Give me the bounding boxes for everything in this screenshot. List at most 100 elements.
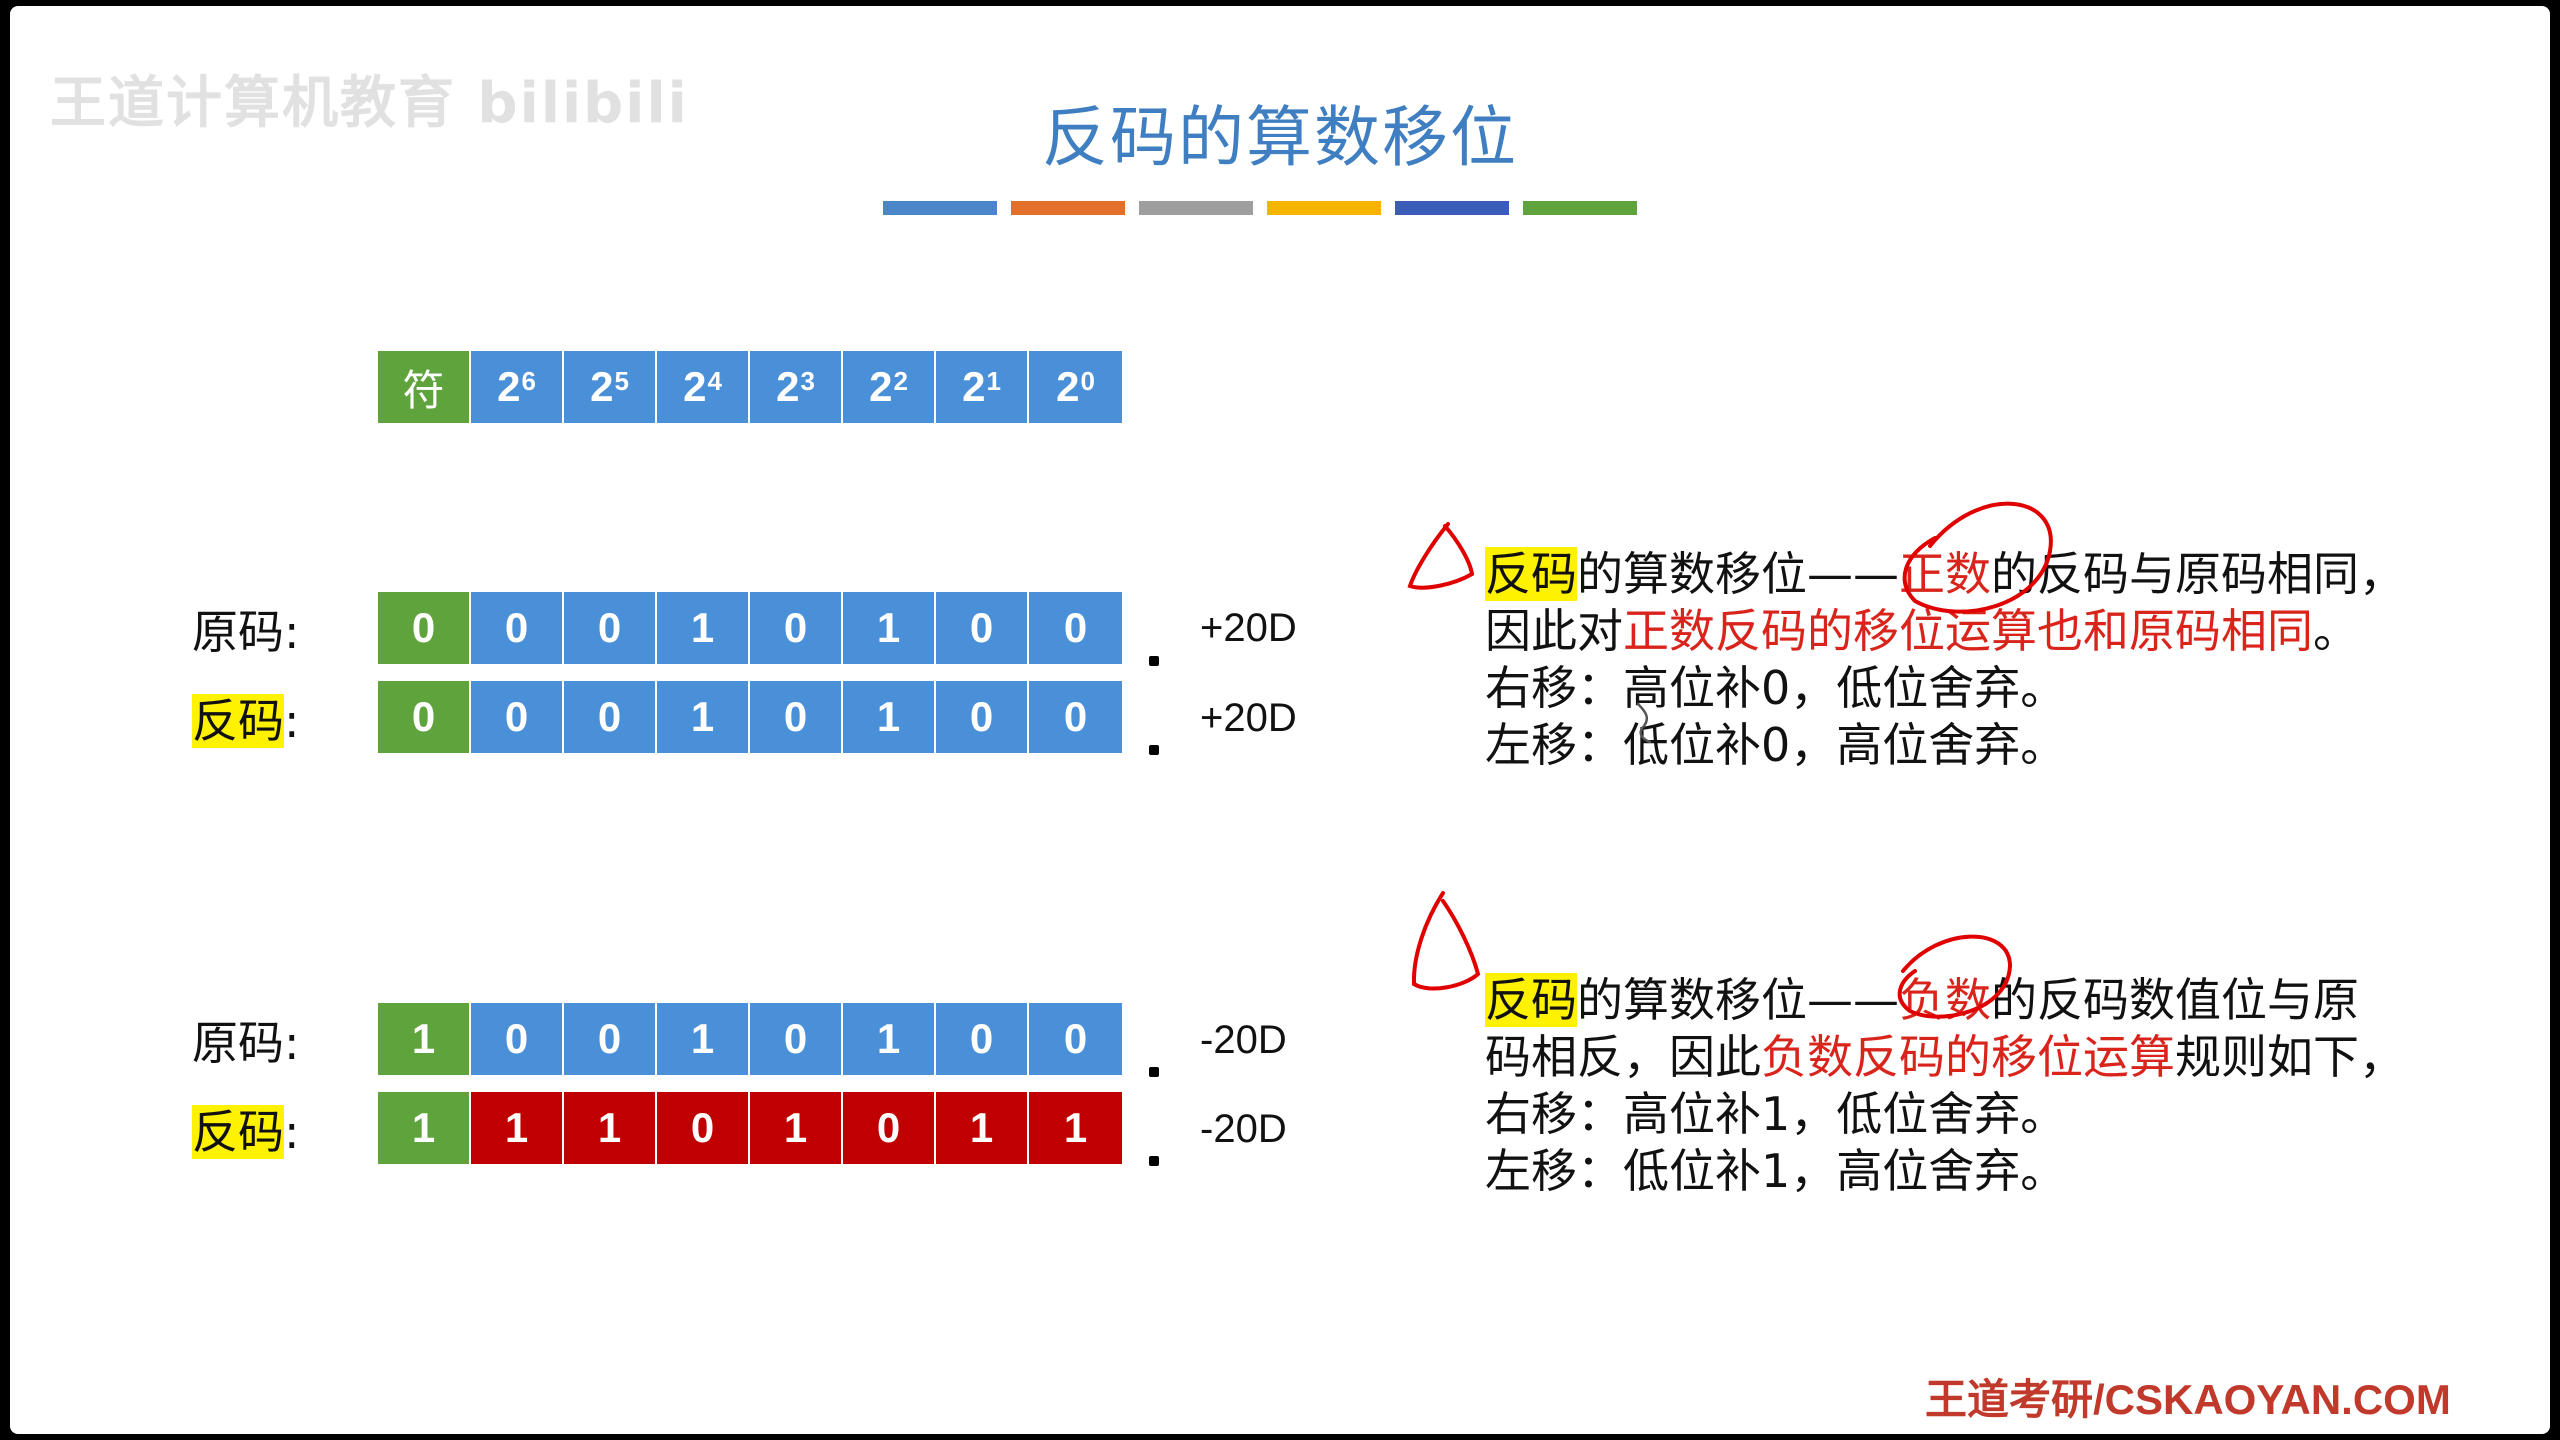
- value-bit-cell: 0: [750, 592, 843, 664]
- value-bit-cell: 1: [471, 1092, 564, 1164]
- value-bit-cell: 0: [471, 592, 564, 664]
- value-bit-cell: 0: [1029, 681, 1122, 753]
- power-exponent: 1: [986, 365, 1001, 396]
- value-bit-cell: 1: [1029, 1092, 1122, 1164]
- handwritten-delta-mark: [1407, 522, 1475, 590]
- power-base: 2: [590, 363, 614, 410]
- row-label-colon: :: [284, 694, 300, 748]
- row-label-colon: :: [284, 1016, 300, 1070]
- value-bit-cell: 1: [564, 1092, 657, 1164]
- binary-point: [1149, 1067, 1159, 1077]
- row-label-ones-complement-positive: 反码:: [192, 685, 300, 751]
- power-exponent: 5: [614, 365, 629, 396]
- text-run: 的算数移位——: [1577, 973, 1899, 1027]
- sign-bit-cell: 1: [378, 1003, 471, 1075]
- value-bit-cell: 0: [1029, 1003, 1122, 1075]
- value-bit-cell: 0: [657, 1092, 750, 1164]
- sign-bit-cell: 1: [378, 1092, 471, 1164]
- explanation-line-2: 因此对正数反码的移位运算也和原码相同。: [1485, 603, 2485, 660]
- power-exponent: 0: [1080, 365, 1095, 396]
- text-run: 规则如下，: [2175, 1030, 2405, 1084]
- decimal-value: +20D: [1200, 606, 1297, 650]
- binary-point: [1149, 656, 1159, 666]
- sign-bit-cell: 0: [378, 681, 471, 753]
- power-base: 2: [497, 363, 521, 410]
- power-base: 2: [962, 363, 986, 410]
- value-bit-cell: 0: [936, 681, 1029, 753]
- color-bar-segment: [1395, 201, 1509, 215]
- negative-shift-explanation: 反码的算数移位——负数的反码数值位与原 码相反，因此负数反码的移位运算规则如下，…: [1485, 972, 2485, 1200]
- right-shift-rule: 右移：高位补0，低位舍弃。: [1485, 661, 2067, 715]
- power-base: 2: [1056, 363, 1080, 410]
- value-bit-cell: 1: [657, 1003, 750, 1075]
- right-shift-rule: 右移：高位补1，低位舍弃。: [1485, 1087, 2067, 1141]
- value-bit-cell: 1: [843, 592, 936, 664]
- value-bit-cell: 0: [471, 681, 564, 753]
- row-label-original-positive: 原码:: [192, 596, 300, 662]
- value-bit-cell: 0: [936, 1003, 1029, 1075]
- slide-title: 反码的算数移位: [1042, 99, 1518, 176]
- left-shift-rule: 左移：低位补0，高位舍弃。: [1485, 718, 2067, 772]
- color-bar-segment: [883, 201, 997, 215]
- row-label-text: 原码: [192, 1016, 284, 1070]
- positive-shift-explanation: 反码的算数移位——正数的反码与原码相同， 因此对正数反码的移位运算也和原码相同。…: [1485, 546, 2485, 774]
- binary-point: [1149, 1156, 1159, 1166]
- row-label-colon: :: [284, 1105, 300, 1159]
- value-bit-cell: 0: [564, 681, 657, 753]
- text-run: 的反码与原码相同，: [1991, 547, 2405, 601]
- text-run: 的反码数值位与原: [1991, 973, 2359, 1027]
- value-bit-cell: 1: [843, 1003, 936, 1075]
- power-base: 2: [683, 363, 707, 410]
- value-bit-cell: 1: [843, 681, 936, 753]
- row-label-text: 反码: [192, 694, 284, 748]
- value-bit-cell: 0: [936, 592, 1029, 664]
- value-bit-cell: 0: [564, 1003, 657, 1075]
- power-exponent: 4: [707, 365, 722, 396]
- color-bar-segment: [1267, 201, 1381, 215]
- power-exponent: 2: [893, 365, 908, 396]
- text-run: 的算数移位——: [1577, 547, 1899, 601]
- power-exponent: 3: [800, 365, 815, 396]
- handwritten-delta-mark: [1411, 891, 1481, 991]
- explanation-line-1: 反码的算数移位——负数的反码数值位与原: [1485, 972, 2485, 1029]
- value-bit-cell: 0: [564, 592, 657, 664]
- decimal-value: -20D: [1200, 1018, 1287, 1062]
- color-bar-segment: [1139, 201, 1253, 215]
- explanation-line-2: 码相反，因此负数反码的移位运算规则如下，: [1485, 1029, 2485, 1086]
- power-base: 2: [869, 363, 893, 410]
- binary-point: [1149, 745, 1159, 755]
- value-bit-cell: 1: [657, 592, 750, 664]
- highlighted-term: 反码: [1485, 547, 1577, 601]
- red-term: 负数: [1899, 973, 1991, 1027]
- decimal-value: +20D: [1200, 696, 1297, 740]
- red-term: 正数: [1899, 547, 1991, 601]
- row-label-text: 原码: [192, 605, 284, 659]
- red-term: 正数反码的移位运算也和原码相同: [1623, 604, 2313, 658]
- title-color-bar: [883, 201, 1637, 215]
- color-bar-segment: [1523, 201, 1637, 215]
- value-bit-cell: 0: [843, 1092, 936, 1164]
- decimal-value: -20D: [1200, 1107, 1287, 1151]
- sign-bit-cell: 0: [378, 592, 471, 664]
- highlighted-term: 反码: [1485, 973, 1577, 1027]
- explanation-line-1: 反码的算数移位——正数的反码与原码相同，: [1485, 546, 2485, 603]
- value-bit-cell: 0: [750, 681, 843, 753]
- text-run: 码相反，因此: [1485, 1030, 1761, 1084]
- power-exponent: 6: [521, 365, 536, 396]
- left-shift-rule: 左移：低位补1，高位舍弃。: [1485, 1144, 2067, 1198]
- value-bit-cell: 1: [750, 1092, 843, 1164]
- row-label-text: 反码: [192, 1105, 284, 1159]
- row-label-colon: :: [284, 605, 300, 659]
